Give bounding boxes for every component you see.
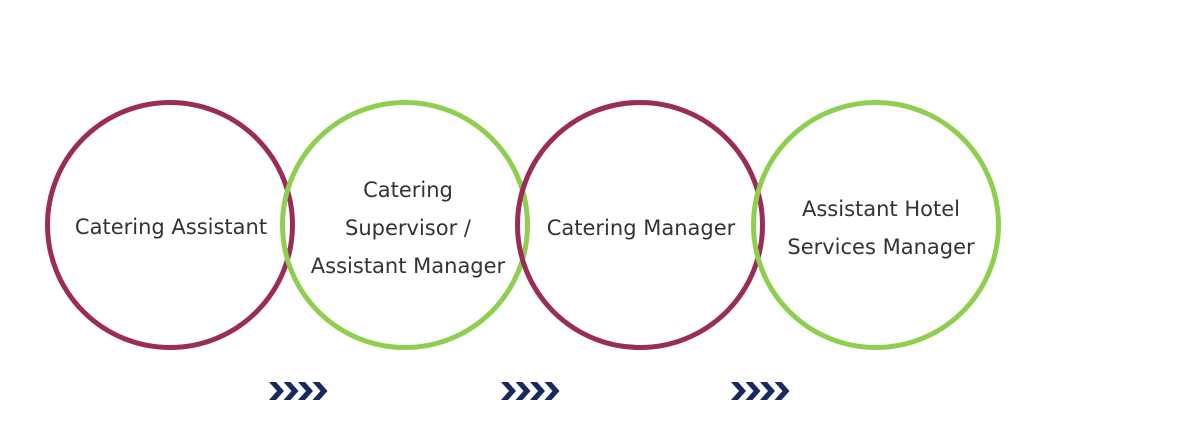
chevron-right-icon xyxy=(515,382,531,400)
chevron-right-icon xyxy=(731,382,746,400)
stage-label-catering-manager: Catering Manager xyxy=(546,216,736,240)
chevron-right-icon xyxy=(544,382,560,400)
chevron-right-icon xyxy=(530,382,545,400)
chevron-right-icon xyxy=(745,382,761,400)
chevron-right-icon xyxy=(501,382,516,400)
chevron-right-icon xyxy=(760,382,775,400)
chevron-right-icon xyxy=(269,382,284,400)
chevrons-right-icon xyxy=(269,382,328,400)
chevron-right-icon xyxy=(774,382,790,400)
chevron-right-icon xyxy=(283,382,299,400)
chevrons-right-icon xyxy=(731,382,790,400)
chevron-right-icon xyxy=(298,382,313,400)
stage-label-assistant-hotel-services-manager: Assistant Hotel Services Manager xyxy=(787,197,975,259)
stage-label-catering-supervisor: Catering Supervisor / Assistant Manager xyxy=(310,178,506,278)
stage-label-catering-assistant: Catering Assistant xyxy=(74,215,268,239)
chevrons-right-icon xyxy=(501,382,560,400)
stage-circle-assistant-hotel-services-manager xyxy=(751,100,1001,350)
chevron-right-icon xyxy=(312,382,328,400)
